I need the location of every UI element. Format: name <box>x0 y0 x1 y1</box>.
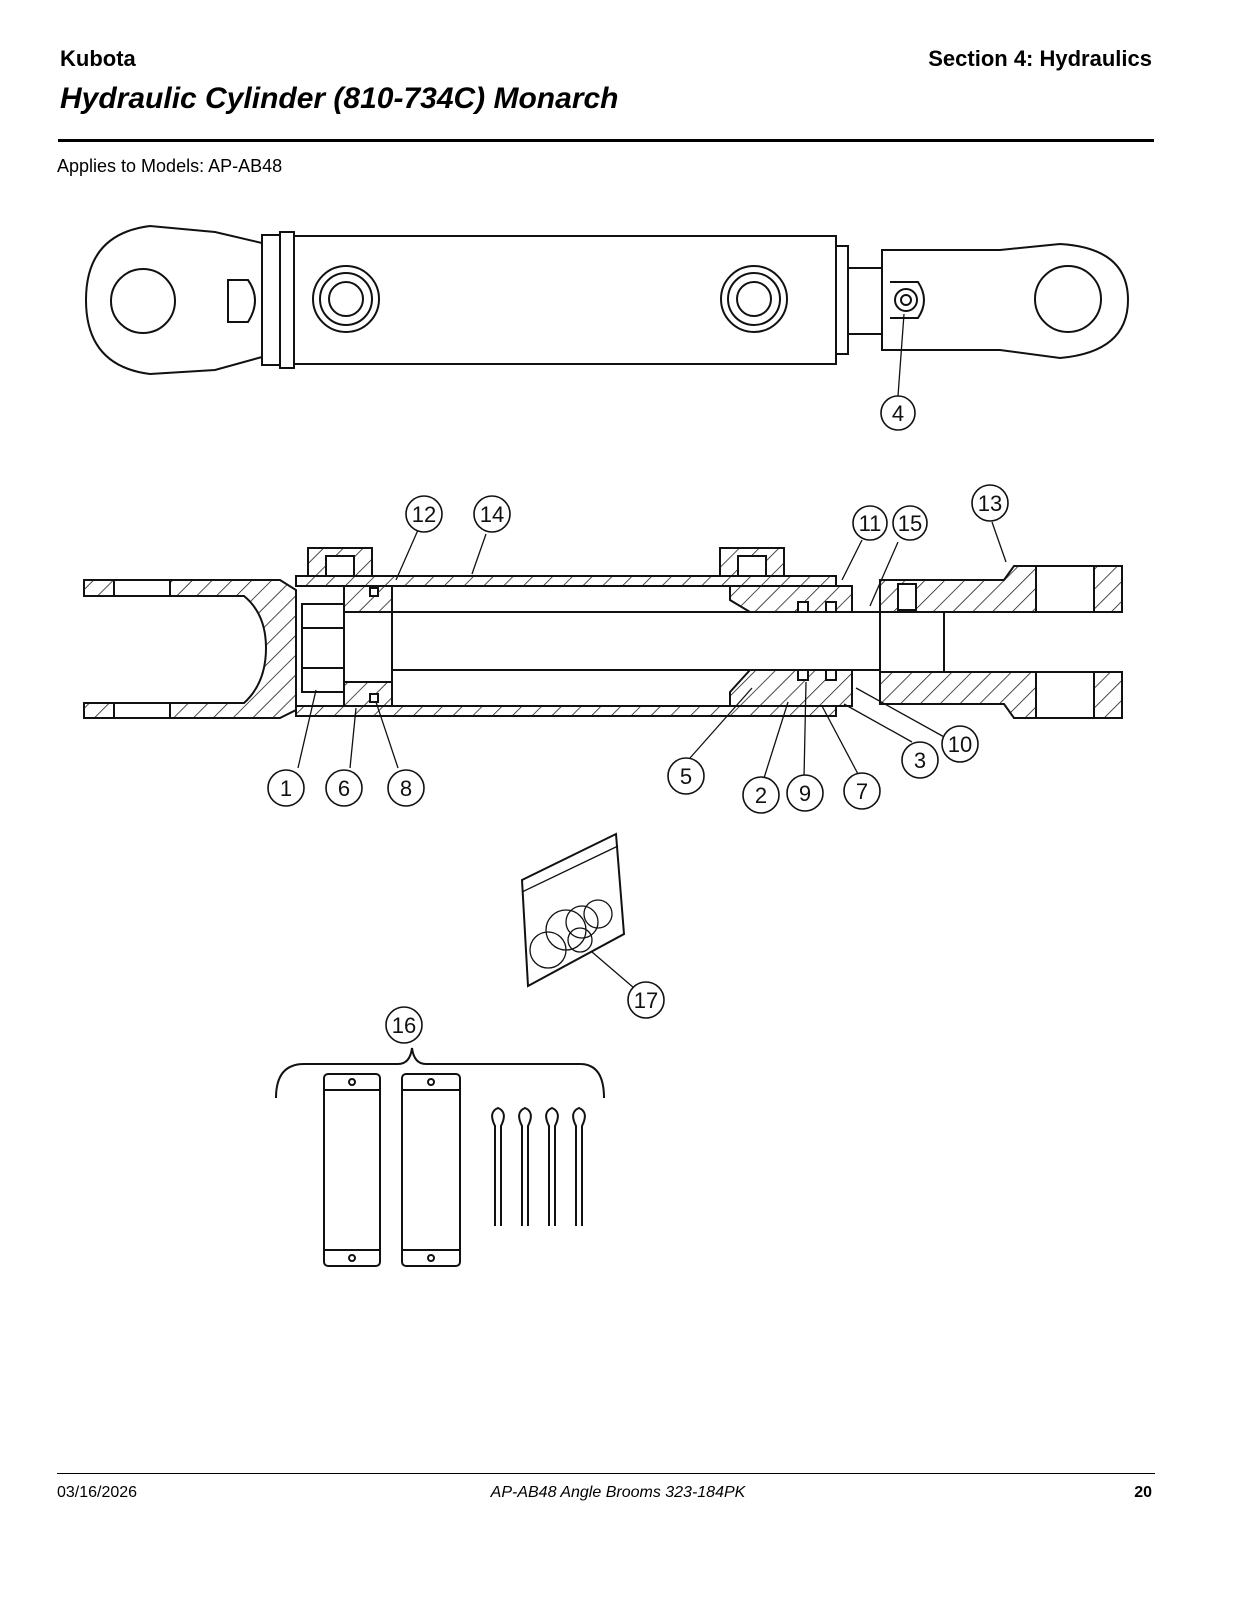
base-eye-hole <box>110 268 176 334</box>
callout-4: 4 <box>880 395 916 431</box>
callout-5: 5 <box>667 757 705 795</box>
cotter-pin-2 <box>518 1106 532 1226</box>
cylinder-exterior-view <box>84 224 1130 376</box>
piston-seal-bottom <box>369 693 379 703</box>
svg-text:12: 12 <box>412 502 436 527</box>
svg-text:15: 15 <box>898 511 922 536</box>
rod-end-bore <box>879 611 945 673</box>
parts-diagram: 4 12 14 11 15 13 1 6 8 5 2 9 7 3 10 17 1… <box>83 224 1130 1267</box>
base-neck <box>261 234 281 366</box>
page-number: 20 <box>1134 1484 1152 1501</box>
base-clevis-pin-bore-top <box>113 579 171 597</box>
cotter-pin-3 <box>545 1106 559 1226</box>
svg-text:14: 14 <box>480 502 504 527</box>
port-fitting-rod <box>720 265 788 333</box>
gland-seal-top-2 <box>825 601 837 613</box>
svg-text:10: 10 <box>948 732 972 757</box>
gland-seal-bottom-2 <box>825 669 837 681</box>
rod-end-clevis <box>881 242 1130 360</box>
callout-15: 15 <box>892 505 928 541</box>
callout-13: 13 <box>971 484 1009 522</box>
base-clevis-section <box>83 579 297 719</box>
callout-2: 2 <box>742 776 780 814</box>
callout-7: 7 <box>843 772 881 810</box>
svg-text:13: 13 <box>978 491 1002 516</box>
svg-text:4: 4 <box>892 401 904 426</box>
svg-text:16: 16 <box>392 1013 416 1038</box>
gland-collar <box>835 245 849 355</box>
callout-12: 12 <box>405 495 443 533</box>
rod-end-pin-bore-top <box>1035 565 1095 613</box>
piston-nut <box>301 603 345 693</box>
callout-8: 8 <box>387 769 425 807</box>
brand-name: Kubota <box>60 46 136 71</box>
setscrew-outer <box>894 288 918 312</box>
applies-to-models: Applies to Models: AP-AB48 <box>57 156 283 176</box>
setscrew-inner <box>900 294 912 306</box>
cotter-pin-4 <box>572 1106 586 1226</box>
page-title: Hydraulic Cylinder (810-734C) Monarch <box>60 82 619 115</box>
cylinder-section-view <box>83 547 1123 719</box>
leader-lines <box>297 313 1007 989</box>
barrel-wall-top <box>295 575 837 587</box>
clevis-pin-1 <box>323 1073 381 1267</box>
gland-section-bottom <box>729 669 853 707</box>
svg-text:11: 11 <box>859 511 882 536</box>
base-collar <box>279 231 295 369</box>
header-rule <box>58 139 1154 142</box>
callout-6: 6 <box>325 769 363 807</box>
gland-seal-top-1 <box>797 601 809 613</box>
rod-end-setscrew-boss <box>890 281 925 319</box>
rod-end-eye-hole <box>1034 265 1102 333</box>
footer-rule <box>57 1473 1155 1474</box>
seal-kit-bag <box>520 832 626 988</box>
svg-text:8: 8 <box>400 776 412 801</box>
callout-10: 10 <box>941 725 979 763</box>
rod-exterior <box>847 267 883 335</box>
rod-end-pin-bore-bottom <box>1035 671 1095 719</box>
port-rod-bore <box>737 555 767 577</box>
footer-date: 03/16/2026 <box>57 1484 138 1501</box>
footer-document-title: AP-AB48 Angle Brooms 323-184PK <box>490 1484 746 1501</box>
svg-text:2: 2 <box>755 783 767 808</box>
callout-16: 16 <box>385 1006 423 1044</box>
base-boss <box>227 279 256 323</box>
pin-set <box>275 1047 605 1267</box>
barrel-wall-bottom <box>295 705 837 717</box>
callout-17: 17 <box>627 981 665 1019</box>
callout-14: 14 <box>473 495 511 533</box>
callout-1: 1 <box>267 769 305 807</box>
callout-9: 9 <box>786 774 824 812</box>
piston-rod-section <box>391 611 881 671</box>
clevis-pin-2 <box>401 1073 461 1267</box>
piston-seal-top <box>369 587 379 597</box>
svg-text:3: 3 <box>914 748 926 773</box>
group-brace <box>275 1047 605 1099</box>
svg-text:7: 7 <box>856 779 868 804</box>
cotter-pin-1 <box>491 1106 505 1226</box>
svg-text:6: 6 <box>338 776 350 801</box>
callout-3: 3 <box>901 741 939 779</box>
svg-text:17: 17 <box>634 988 658 1013</box>
callout-11: 11 <box>852 505 888 541</box>
barrel-exterior <box>293 235 837 365</box>
svg-text:9: 9 <box>799 781 811 806</box>
rod-end-setscrew <box>897 583 917 611</box>
piston-bore <box>343 611 393 683</box>
gland-seal-bottom-1 <box>797 669 809 681</box>
port-fitting-base <box>312 265 380 333</box>
svg-text:5: 5 <box>680 764 692 789</box>
svg-text:1: 1 <box>280 776 292 801</box>
port-base-bore <box>325 555 355 577</box>
base-clevis-pin-bore-bottom <box>113 702 171 719</box>
section-title: Section 4: Hydraulics <box>928 46 1152 71</box>
